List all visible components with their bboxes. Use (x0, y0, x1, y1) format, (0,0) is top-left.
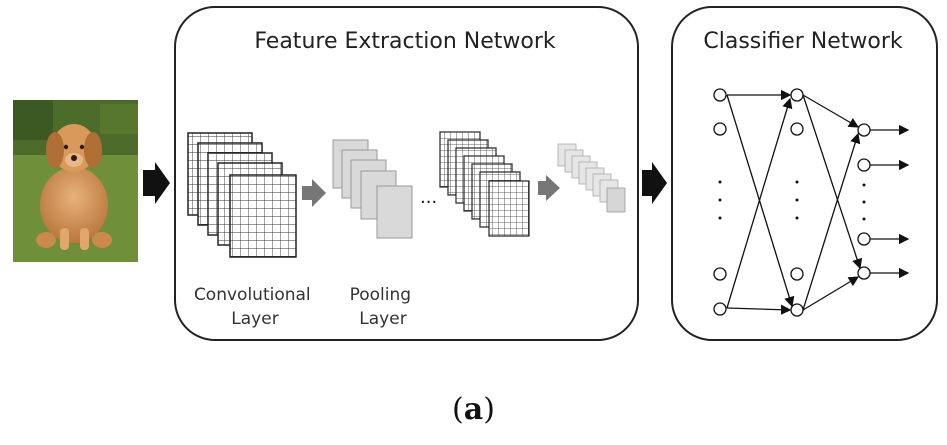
classifier-panel-title: Classifier Network (703, 29, 903, 54)
small-arrow-icon (538, 175, 560, 201)
convolutional-label-line1: Convolutional (194, 285, 311, 305)
caption-close-paren: ) (483, 392, 495, 427)
pooling-label-line2: Layer (359, 309, 406, 329)
input-node (713, 88, 727, 102)
pooling-layer-label: Pooling Layer (350, 285, 417, 329)
ellipsis-text: ... (420, 187, 437, 208)
hidden-node (790, 88, 804, 102)
input-node (713, 267, 727, 281)
feature-extraction-panel (174, 6, 639, 341)
arrow-icon (642, 162, 667, 204)
second-convolutional-stack (439, 131, 530, 237)
feature-panel-title: Feature Extraction Network (254, 29, 556, 54)
final-pooling-stack (557, 143, 626, 213)
arrow-icon (143, 162, 170, 204)
input-image (13, 100, 138, 262)
node-ellipsis-dots (718, 180, 866, 221)
pooling-label-line1: Pooling (350, 285, 411, 305)
input-node (713, 302, 727, 316)
convolutional-layer-label: Convolutional Layer (194, 285, 316, 329)
caption-open-paren: ( (452, 392, 464, 427)
classifier-nodes (713, 88, 871, 317)
output-node (857, 232, 871, 246)
output-node (857, 158, 871, 172)
small-arrow-icon (302, 179, 326, 207)
hidden-node (790, 267, 804, 281)
convolutional-label-line2: Layer (231, 309, 278, 329)
classifier-network-graph (726, 89, 910, 315)
hidden-node (790, 303, 804, 317)
input-node (713, 122, 727, 136)
hidden-node (790, 122, 804, 136)
figure-caption: (a) (0, 392, 947, 427)
caption-letter: a (463, 392, 484, 427)
classifier-panel (671, 6, 938, 341)
convolutional-layer-stack (187, 132, 297, 258)
output-node (857, 123, 871, 137)
pooling-layer-stack (332, 139, 413, 239)
output-node (857, 266, 871, 280)
